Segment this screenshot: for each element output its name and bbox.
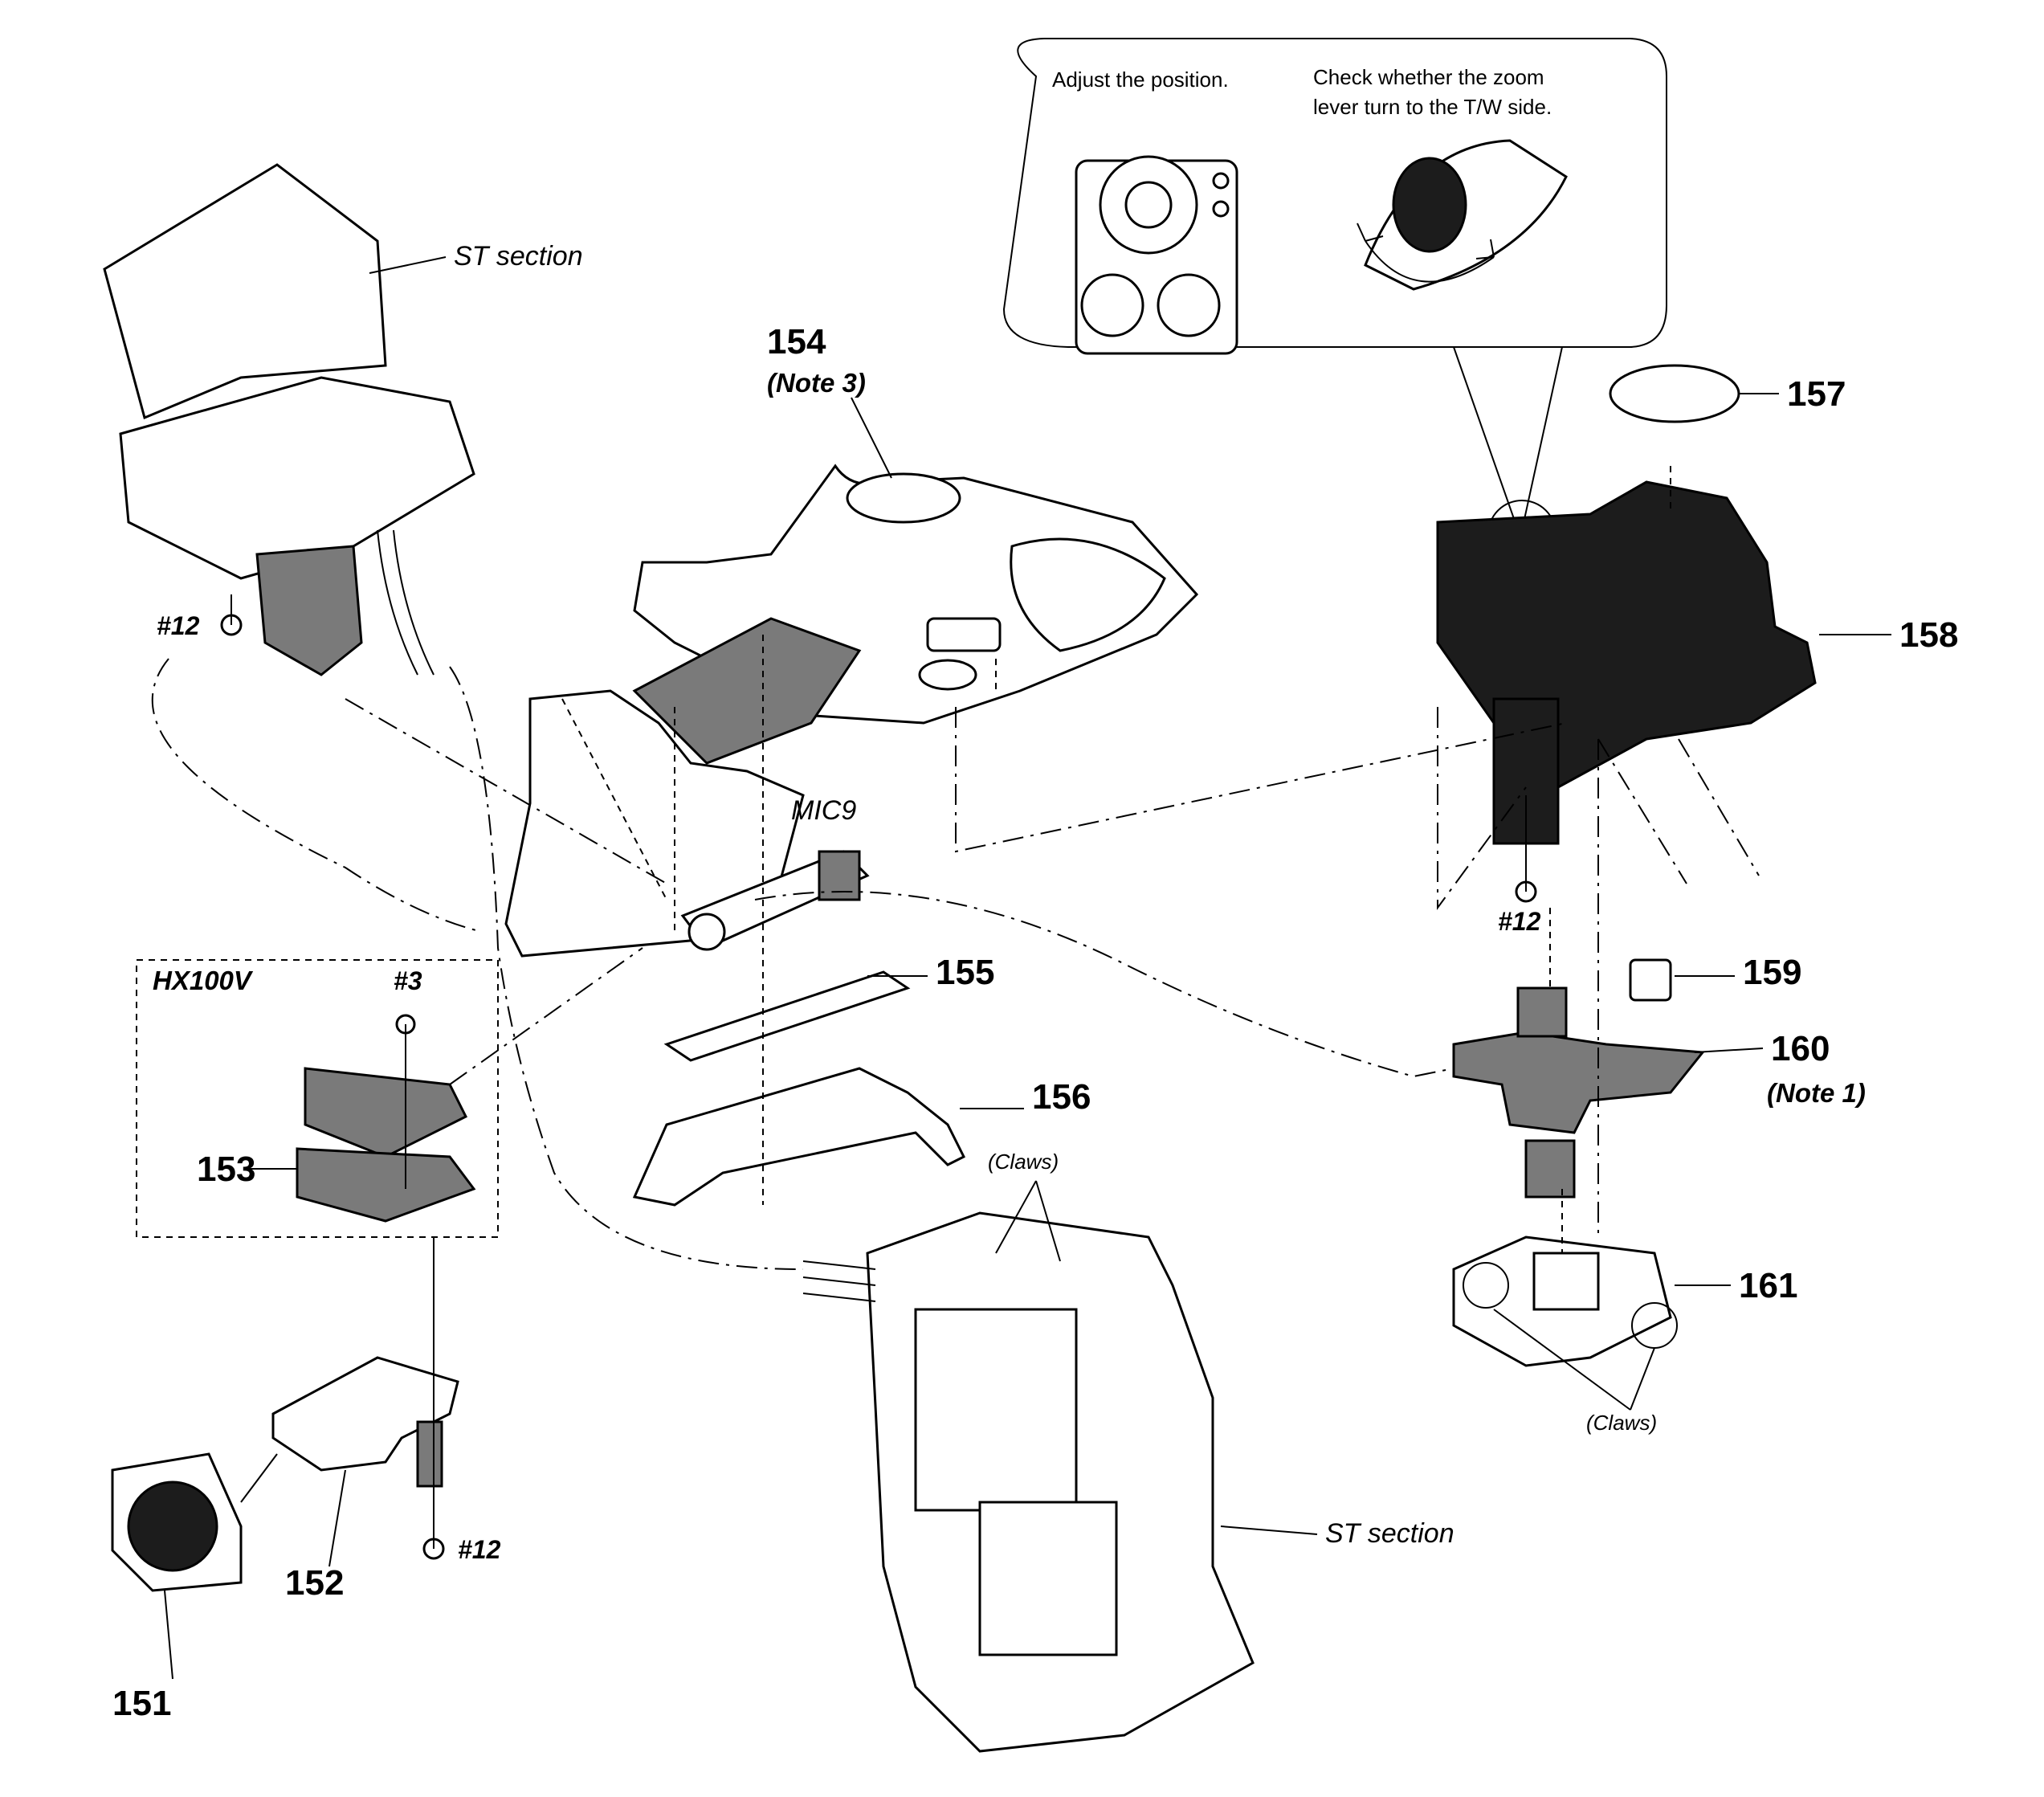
screw-icon [220, 594, 243, 636]
hx100v-variant-box [136, 959, 499, 1238]
part-number-158: 158 [1899, 615, 1958, 655]
inset-left-caption: Adjust the position. [1052, 67, 1229, 92]
st-section-label-bottom: ST section [1325, 1518, 1454, 1549]
part-151-lens-ring [111, 1452, 243, 1592]
part-153-board [296, 1067, 476, 1223]
part-154-note: (Note 3) [767, 368, 866, 398]
assembly-guide-lines [151, 466, 1760, 1270]
part-159-cushion [1629, 958, 1672, 1002]
part-161-holder [1452, 1235, 1678, 1367]
screw-label-3: #3 [394, 966, 422, 995]
part-number-161: 161 [1739, 1266, 1797, 1305]
part-158-lens-block [1436, 480, 1817, 845]
screw-label-12-right: #12 [1498, 907, 1541, 936]
screw-label-12-top-left: #12 [157, 611, 200, 640]
variant-label: HX100V [153, 966, 254, 995]
st-section-bottom-assembly [802, 1211, 1255, 1753]
screw-icon [422, 1237, 445, 1560]
mic-label: MIC9 [791, 795, 856, 826]
front-cover-panel [504, 617, 862, 958]
part-152-frame [271, 1356, 459, 1488]
part-number-151: 151 [112, 1684, 171, 1723]
screw-label-12-bottom: #12 [458, 1535, 501, 1564]
st-section-top-assembly [103, 163, 475, 676]
part-157-ring [1609, 364, 1740, 423]
part-number-160: 160 [1771, 1029, 1830, 1068]
inset-lens-mechanism-drawing [1075, 155, 1238, 355]
inset-right-caption-line2: lever turn to the T/W side. [1313, 95, 1552, 119]
part-160-flex-board [1452, 986, 1705, 1199]
part-155-sheet [663, 970, 911, 1062]
inset-right-caption-line1: Check whether the zoom [1313, 65, 1544, 89]
part-160-note: (Note 1) [1767, 1078, 1866, 1108]
part-number-156: 156 [1032, 1077, 1091, 1117]
screw-icon [395, 1014, 416, 1189]
claws-label-right: (Claws) [1586, 1411, 1657, 1435]
part-number-157: 157 [1787, 374, 1846, 414]
part-156-bracket [632, 1067, 966, 1207]
claws-label-center: (Claws) [988, 1150, 1059, 1174]
inset-callout: Adjust the position. Check whether the z… [1002, 38, 1667, 355]
inset-zoom-lever-drawing [1357, 139, 1568, 291]
part-number-152: 152 [285, 1563, 344, 1603]
st-section-label-top: ST section [454, 241, 583, 272]
part-number-154: 154 [767, 322, 826, 361]
screw-icon [1515, 795, 1537, 903]
part-number-159: 159 [1743, 953, 1801, 992]
part-number-155: 155 [936, 953, 994, 992]
